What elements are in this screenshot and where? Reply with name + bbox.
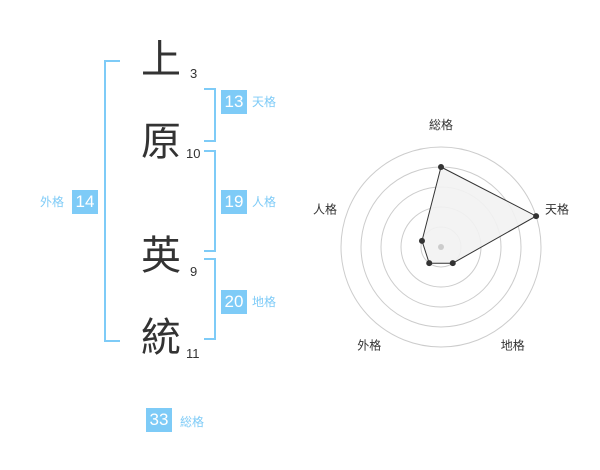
radar-center-dot	[438, 244, 444, 250]
tenkaku-label: 天格	[252, 95, 277, 109]
name-char-3: 英	[141, 233, 181, 279]
tenkaku-value: 13	[221, 90, 247, 114]
radar-axis-label-5: 人格	[313, 201, 337, 216]
jinkaku-bracket	[204, 150, 216, 252]
tenkaku-bracket	[204, 88, 216, 142]
stroke-count-2: 10	[186, 146, 201, 161]
radar-ring-5	[340, 146, 542, 348]
radar-point-2	[533, 213, 540, 220]
radar-area	[421, 166, 538, 264]
stroke-count-3: 9	[190, 264, 198, 279]
jinkaku-label: 人格	[252, 195, 277, 209]
soukaku-label: 総格	[180, 415, 205, 429]
radar-point-5	[418, 237, 425, 244]
stroke-count-4: 11	[186, 346, 200, 361]
soukaku-value: 33	[146, 408, 172, 432]
radar-point-3	[449, 260, 456, 267]
jinkaku-value: 19	[221, 190, 247, 214]
radar-axis-label-1: 総格	[429, 117, 453, 132]
chikaku-value: 20	[221, 290, 247, 314]
name-char-4: 統	[141, 315, 181, 361]
radar-axis-label-3: 地格	[501, 338, 525, 353]
gaikaku-label: 外格	[40, 195, 65, 209]
radar-point-4	[426, 260, 433, 267]
gaikaku-value: 14	[72, 190, 98, 214]
name-char-2: 原	[141, 119, 181, 165]
name-char-1: 上	[141, 37, 181, 83]
chikaku-bracket	[204, 258, 216, 340]
radar-axis-label-2: 天格	[545, 201, 569, 216]
gaikaku-bracket	[104, 60, 120, 342]
chikaku-label: 地格	[252, 295, 277, 309]
radar-axis-label-4: 外格	[357, 338, 381, 353]
radar-point-1	[438, 164, 444, 170]
stroke-count-1: 3	[190, 66, 198, 81]
